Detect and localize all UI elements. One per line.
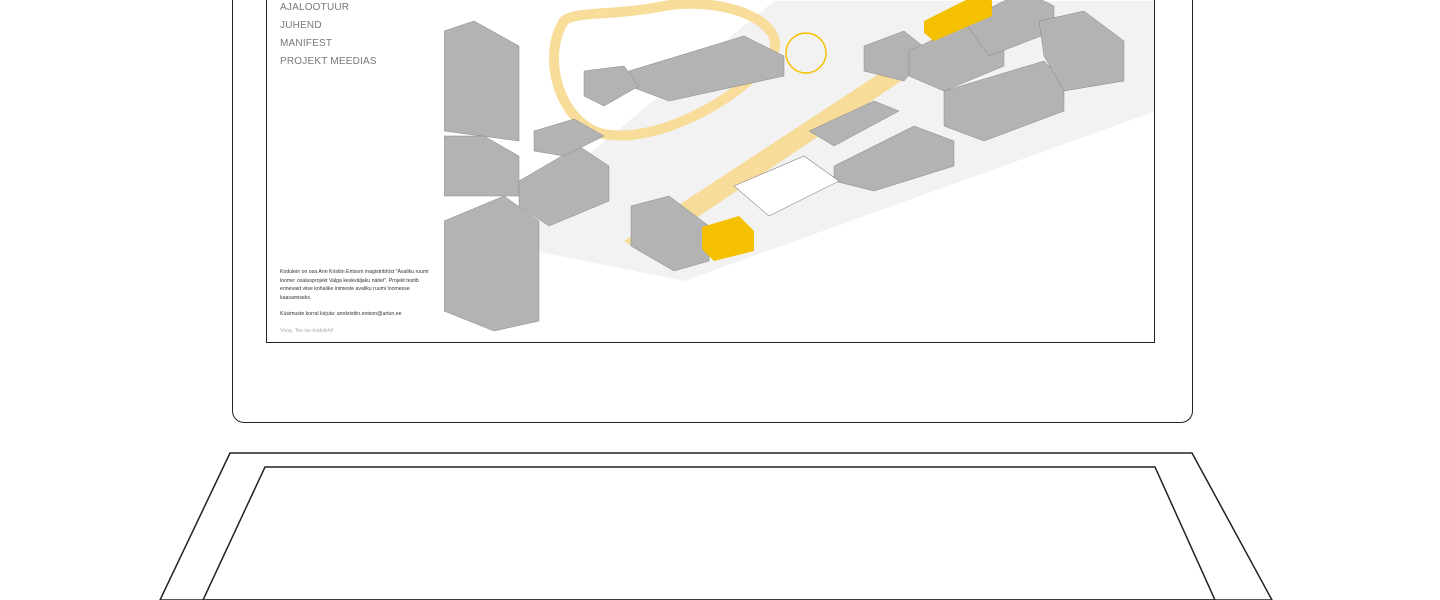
contact-text[interactable]: Küsimuste korral kirjuta: annkristiin.en… <box>280 311 402 317</box>
highlighted-row <box>924 0 992 41</box>
isometric-town-map <box>444 0 1154 332</box>
project-description: Kodulein on osa Ann Kristiin Entsoni mag… <box>280 269 429 301</box>
buildings <box>444 0 1125 332</box>
menu-item-projekt-meedias[interactable]: PROJEKT MEEDIAS <box>280 56 377 67</box>
voog-signature[interactable]: Voog. Tee ise koduleht! <box>280 327 334 334</box>
laptop-screen: AJALOOTUUR JUHEND MANIFEST PROJEKT MEEDI… <box>266 0 1155 343</box>
round-pavilion <box>785 32 827 74</box>
playground <box>733 155 840 217</box>
info-block: Kodulein on osa Ann Kristiin Entsoni mag… <box>280 268 432 342</box>
menu-item-manifest[interactable]: MANIFEST <box>280 38 333 49</box>
main-road <box>624 31 964 253</box>
highlighted-building <box>702 216 754 261</box>
laptop-lid <box>232 0 1193 423</box>
menu-item-juhend[interactable]: JUHEND <box>280 20 322 31</box>
site-menu: AJALOOTUUR JUHEND MANIFEST PROJEKT MEEDI… <box>280 1 377 73</box>
menu-item-ajalootuur[interactable]: AJALOOTUUR <box>280 2 350 13</box>
